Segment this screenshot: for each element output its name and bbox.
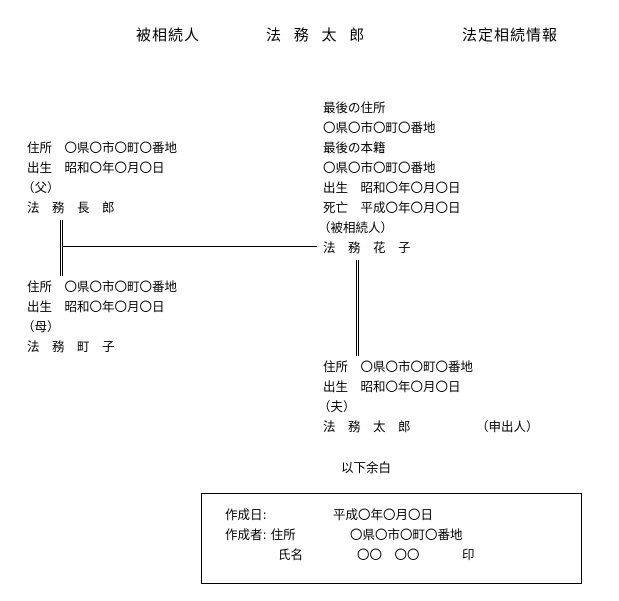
parent-child-connector xyxy=(63,246,317,247)
decedent-last-address: 〇県〇市〇町〇番地 xyxy=(323,120,436,135)
header-decedent-name: 法 務 太 郎 xyxy=(266,26,366,44)
parents-marriage-line xyxy=(60,220,63,276)
decedent-birth: 出生 昭和〇年〇月〇日 xyxy=(323,180,461,195)
creator-label: 作成者: 住所 xyxy=(225,527,296,542)
decedent-last-address-label: 最後の住所 xyxy=(323,100,386,115)
decedent-last-domicile: 〇県〇市〇町〇番地 xyxy=(323,160,436,175)
header-label-decedent: 被相続人 xyxy=(136,26,201,44)
decedent-last-domicile-label: 最後の本籍 xyxy=(323,140,386,155)
creator-name-value: 〇〇 〇〇 xyxy=(357,547,420,562)
remainder-blank-note: 以下余白 xyxy=(341,460,392,475)
seal-mark: 印 xyxy=(462,547,475,562)
decedent-relation: （被相続人） xyxy=(318,220,394,235)
mother-relation: （母） xyxy=(22,319,60,334)
decedent-death: 死亡 平成〇年〇月〇日 xyxy=(323,200,461,215)
father-address: 住所 〇県〇市〇町〇番地 xyxy=(27,140,178,155)
father-relation: （父） xyxy=(22,180,60,195)
mother-birth: 出生 昭和〇年〇月〇日 xyxy=(27,299,165,314)
mother-address: 住所 〇県〇市〇町〇番地 xyxy=(27,279,178,294)
father-name: 法 務 長 郎 xyxy=(27,200,115,215)
husband-birth: 出生 昭和〇年〇月〇日 xyxy=(323,379,461,394)
decedent-name: 法 務 花 子 xyxy=(323,240,411,255)
husband-address: 住所 〇県〇市〇町〇番地 xyxy=(323,359,474,374)
husband-name: 法 務 太 郎 xyxy=(323,419,411,434)
mother-name: 法 務 町 子 xyxy=(27,339,115,354)
creator-address: 〇県〇市〇町〇番地 xyxy=(350,527,463,542)
spouse-marriage-line xyxy=(356,260,359,356)
husband-relation: （夫） xyxy=(318,399,356,414)
husband-applicant-mark: （申出人） xyxy=(476,419,539,434)
creation-info-box: 作成日: 平成〇年〇月〇日 作成者: 住所 〇県〇市〇町〇番地 氏名 〇〇 〇〇… xyxy=(201,493,582,584)
creation-date-value: 平成〇年〇月〇日 xyxy=(333,507,434,522)
father-birth: 出生 昭和〇年〇月〇日 xyxy=(27,160,165,175)
header-title: 法定相続情報 xyxy=(462,26,559,44)
creator-name-label: 氏名 xyxy=(278,547,304,562)
creation-date-label: 作成日: xyxy=(225,507,267,522)
